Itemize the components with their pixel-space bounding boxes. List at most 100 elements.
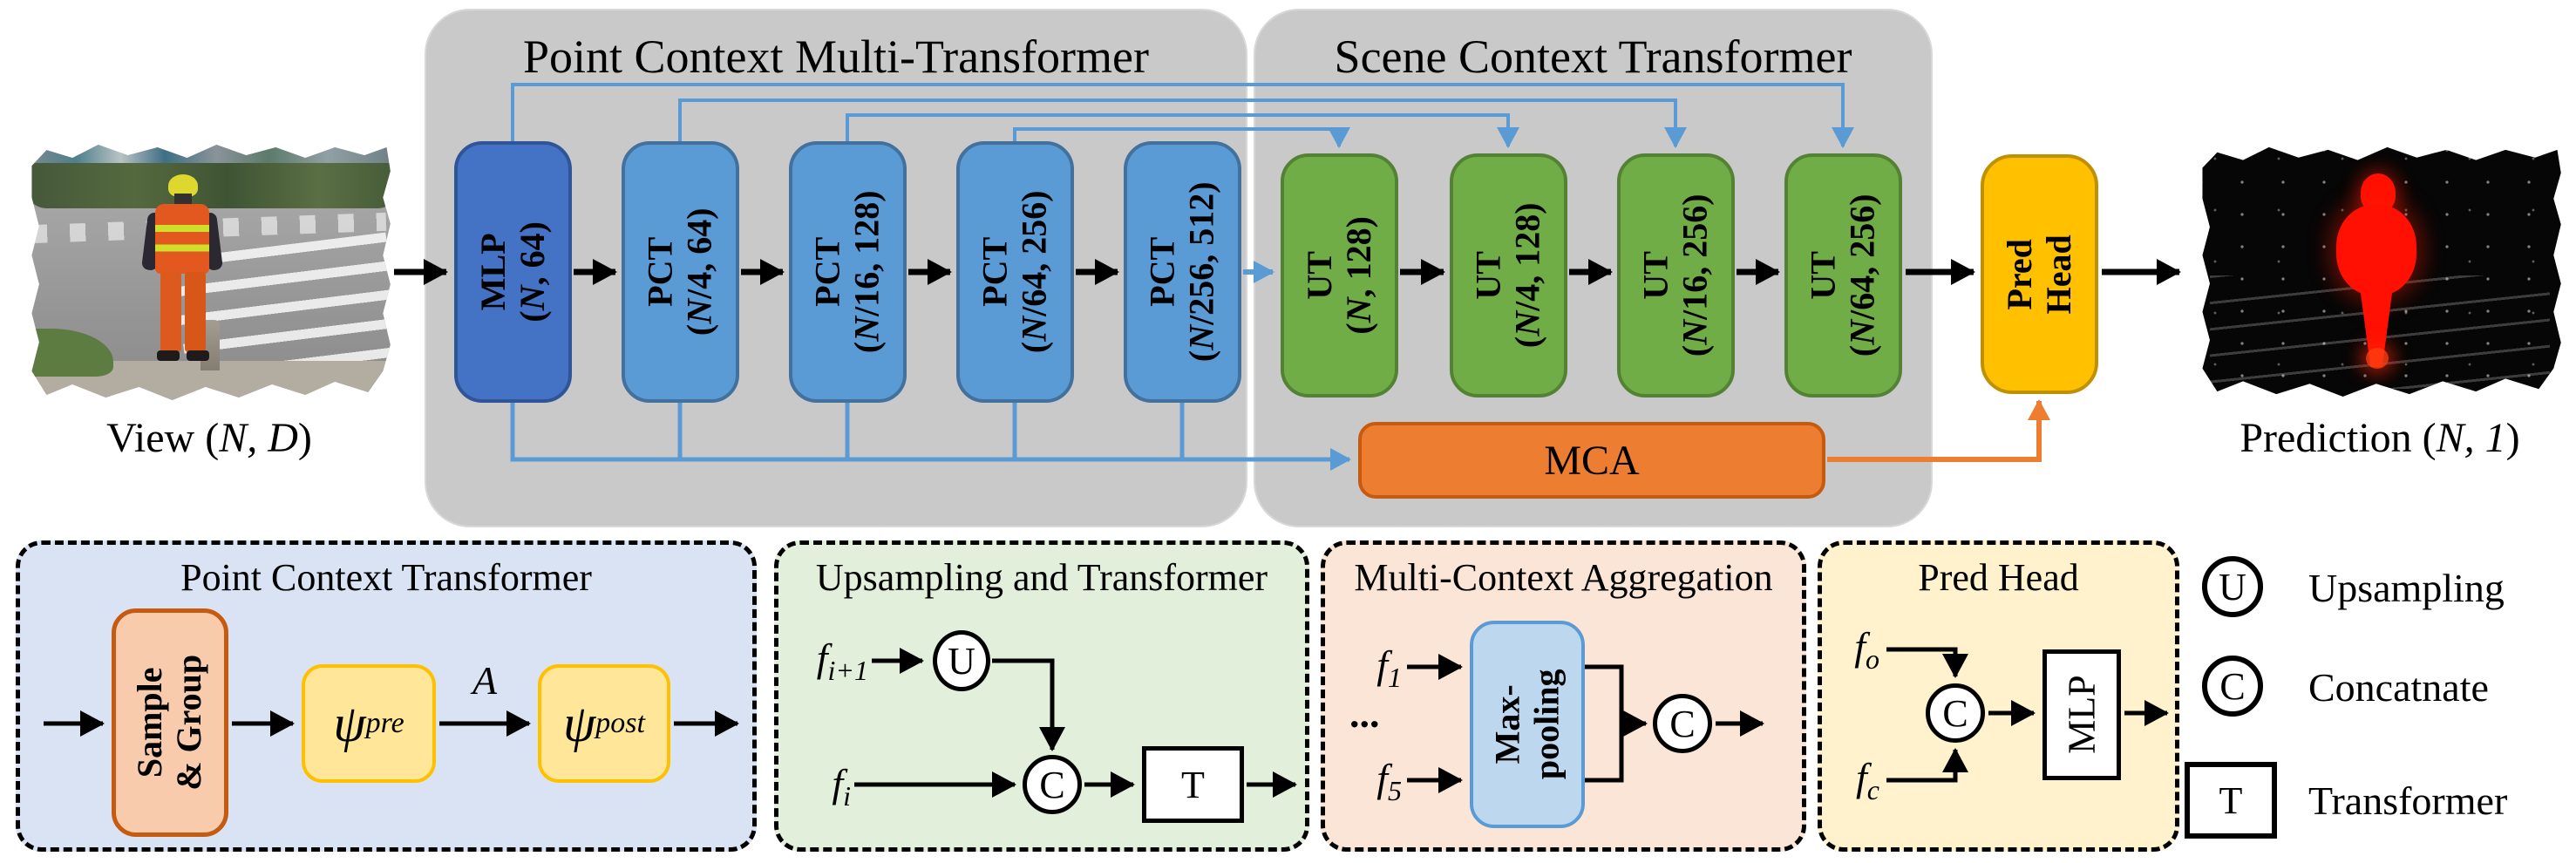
skip-mlp-to-ut4: [511, 83, 1854, 148]
block-dims: (N/4, 64): [679, 207, 719, 336]
fc-label: fc: [1827, 754, 1879, 806]
prediction-person-glow: [2366, 348, 2389, 369]
mca-block: MCA: [1358, 422, 1825, 499]
f-base: f: [1856, 755, 1867, 799]
f-sub: 5: [1388, 775, 1402, 807]
maxpool-line2: pooling: [1526, 669, 1566, 780]
psi-pre-sub: pre: [365, 707, 404, 739]
pred-detail-title: Pred Head: [1918, 556, 2079, 599]
mlp-block: MLP (N, 64): [454, 141, 572, 403]
ut3-block-label: UT (N/16, 256): [1635, 194, 1716, 357]
pred-head-block: Pred Head: [1981, 154, 2098, 394]
f-sub: 1: [1388, 662, 1402, 694]
block-dims: (N/16, 256): [1675, 194, 1715, 357]
mlp-block-label: MLP (N, 64): [472, 221, 553, 323]
block-dims: (N, 64): [512, 221, 552, 323]
output-caption-suffix: ): [2505, 415, 2520, 461]
block-dims: (N/4, 128): [1507, 202, 1547, 349]
worker-left-shoe: [157, 350, 180, 361]
sample-group-line2: & Group: [169, 655, 208, 791]
transformer-node-label: T: [1181, 763, 1205, 806]
input-caption-suffix: ): [297, 415, 312, 461]
f-base: f: [1376, 642, 1388, 687]
prediction-pointcloud-image: [2195, 142, 2565, 399]
ut4-block-label: UT (N/64, 256): [1803, 194, 1883, 357]
pred-head-label: Pred Head: [1999, 234, 2079, 315]
feed-encoder-to-mca: [510, 403, 1351, 471]
block-name: UT: [1635, 251, 1675, 300]
legend-concatenate-label: Concatnate: [2308, 665, 2489, 710]
pred-head-line2: Head: [2038, 234, 2078, 315]
legend-transformer-symbol: T: [2219, 778, 2243, 822]
legend-upsampling-label: Upsampling: [2308, 566, 2505, 610]
legend-upsampling-icon: U: [2202, 556, 2263, 617]
attention-label: A: [472, 658, 498, 703]
ellipsis-label: ...: [1349, 691, 1380, 736]
block-name: PCT: [807, 237, 847, 307]
pct1-block-label: PCT (N/4, 64): [640, 207, 720, 336]
concat-node-label: C: [1039, 763, 1065, 806]
input-caption: View (N, D): [35, 414, 384, 462]
block-dims: (N/64, 256): [1842, 194, 1882, 357]
psi-post-symbol: ψ: [563, 694, 596, 752]
f1-label: f1: [1342, 642, 1402, 694]
maxpool-box: Max- pooling: [1470, 621, 1585, 828]
hedge-row: [31, 163, 391, 208]
concat-node-ut: C: [1023, 755, 1082, 814]
upsampling-node-label: U: [948, 639, 975, 683]
block-dims: (N/256, 512): [1181, 181, 1221, 363]
f-sub: c: [1866, 774, 1879, 806]
f-base: f: [816, 635, 828, 680]
pct4-block: PCT (N/256, 512): [1124, 141, 1241, 403]
legend-concatenate-symbol: C: [2219, 664, 2246, 708]
input-caption-prefix: View (: [106, 415, 220, 461]
pct3-block: PCT (N/64, 256): [956, 141, 1074, 403]
skip-pct1-to-ut3: [678, 99, 1687, 148]
pct2-block: PCT (N/16, 128): [789, 141, 907, 403]
pcmt-panel-title: Point Context Multi-Transformer: [522, 31, 1149, 83]
ut-detail-title: Upsampling and Transformer: [815, 556, 1268, 599]
ut1-block: UT (N, 128): [1281, 153, 1398, 398]
ut4-block: UT (N/64, 256): [1784, 153, 1902, 398]
f-base: f: [832, 761, 844, 805]
pct2-block-label: PCT (N/16, 128): [807, 191, 887, 354]
arrow-fo-to-c: [1886, 647, 1968, 678]
transformer-node: T: [1142, 746, 1244, 823]
ut2-block: UT (N/4, 128): [1450, 153, 1567, 398]
worker-left-leg: [160, 272, 181, 352]
sample-group-label: Sample & Group: [130, 655, 209, 791]
prediction-black-background: [2202, 146, 2561, 398]
block-name: PCT: [975, 237, 1015, 307]
worker-right-leg: [185, 272, 206, 352]
pct4-block-label: PCT (N/256, 512): [1143, 181, 1222, 363]
f5-label: f5: [1342, 755, 1402, 807]
block-name: UT: [1803, 251, 1843, 300]
f-base: f: [1854, 624, 1866, 669]
block-dims: (N, 128): [1338, 216, 1378, 335]
f-sub: i: [843, 780, 851, 812]
block-name: MLP: [472, 233, 513, 311]
output-caption-prefix: Prediction (: [2240, 415, 2437, 461]
pred-detail-panel: Pred Head: [1818, 540, 2179, 852]
mca-label: MCA: [1544, 437, 1640, 484]
maxpool-output-bracket: [1585, 664, 1624, 783]
worker-helmet: [168, 174, 198, 197]
pred-head-line1: Pred: [1999, 238, 2039, 310]
block-name: PCT: [640, 237, 680, 307]
concat-node-label: C: [1669, 702, 1696, 745]
maxpool-label: Max- pooling: [1487, 669, 1567, 780]
concat-node-pred: C: [1926, 683, 1985, 743]
skip-pct2-to-ut2: [846, 113, 1519, 148]
output-caption-var: N, 1: [2436, 415, 2506, 461]
legend-transformer-icon: T: [2185, 762, 2277, 839]
f-cur-label: fi: [781, 760, 851, 812]
ut1-block-label: UT (N, 128): [1300, 216, 1379, 335]
worker-jacket: [155, 204, 209, 274]
block-name: UT: [1468, 251, 1508, 300]
arrow-fc-to-c: [1886, 748, 1968, 783]
worker-right-shoe: [187, 350, 209, 361]
sample-group-line1: Sample: [130, 667, 170, 778]
